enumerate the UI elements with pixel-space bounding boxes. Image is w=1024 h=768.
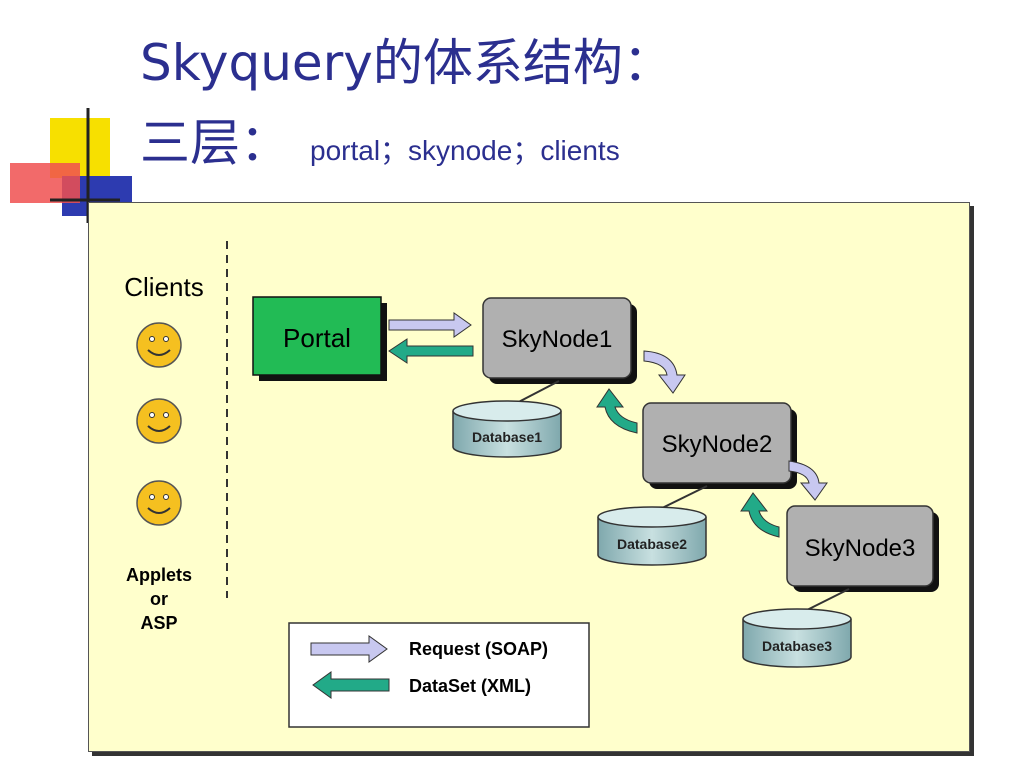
slide-title: Skyquery的体系结构：	[140, 38, 673, 88]
skynode2-box	[642, 402, 792, 484]
portal-box	[252, 296, 382, 376]
dataset-arrow-icon	[596, 388, 638, 434]
clients-note-line2: or	[150, 589, 168, 609]
client-smiley-icon	[136, 398, 182, 444]
title-latin: Skyquery	[140, 34, 373, 92]
dataset-arrow-icon	[740, 492, 780, 538]
subtitle-cjk: 三层：	[140, 114, 290, 172]
portal-label: Portal	[283, 323, 351, 353]
database3-label: Database3	[762, 638, 832, 654]
skynode3-label: SkyNode3	[805, 535, 916, 562]
architecture-diagram: Clients Applets or ASP Portal	[88, 202, 970, 752]
client-smiley-icon	[136, 322, 182, 368]
subtitle-detail: portal；skynode；clients	[310, 135, 620, 166]
skynode1-label: SkyNode1	[502, 326, 613, 353]
slide-subtitle: 三层：portal；skynode；clients	[140, 118, 620, 168]
database2-cylinder	[597, 506, 707, 566]
skynode1-box	[482, 297, 632, 379]
database3-cylinder	[742, 608, 852, 668]
legend-request-arrow-icon	[310, 635, 388, 663]
database1-cylinder	[452, 400, 562, 458]
slide-ornament	[10, 108, 132, 223]
legend-dataset-arrow-icon	[312, 671, 390, 699]
clients-label: Clients	[124, 272, 203, 302]
legend-box	[288, 622, 590, 728]
dataset-arrow-icon	[388, 338, 474, 364]
request-arrow-icon	[788, 460, 828, 501]
clients-note-line1: Applets	[126, 565, 192, 585]
request-arrow-icon	[388, 312, 472, 338]
legend-request-label: Request (SOAP)	[409, 639, 548, 659]
database1-label: Database1	[472, 429, 542, 445]
request-arrow-icon	[643, 350, 686, 394]
database2-label: Database2	[617, 536, 687, 552]
client-smiley-icon	[136, 480, 182, 526]
legend-dataset-label: DataSet (XML)	[409, 676, 531, 696]
clients-note-line3: ASP	[140, 613, 177, 633]
title-cjk: 的体系结构：	[372, 34, 673, 92]
skynode2-label: SkyNode2	[662, 431, 773, 458]
skynode3-box	[786, 505, 934, 587]
